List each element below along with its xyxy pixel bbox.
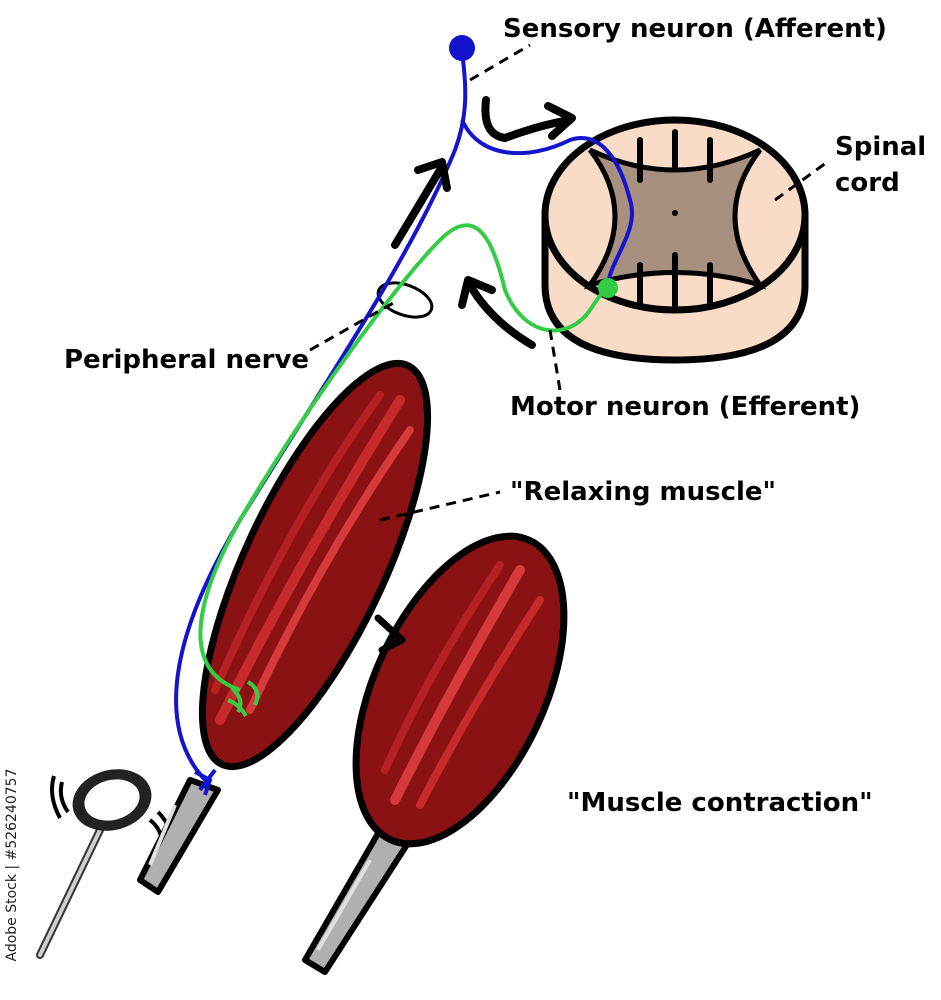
- motor-neuron-label: Motor neuron (Efferent): [510, 392, 861, 422]
- motor-neuron: [198, 223, 618, 718]
- contraction-arrow-icon: [374, 614, 406, 654]
- leader-lines: [309, 43, 831, 522]
- peripheral-nerve-ring: [376, 281, 434, 319]
- contracted-muscle: [302, 532, 568, 975]
- muscle-contraction-label: "Muscle contraction": [567, 788, 873, 818]
- relaxing-muscle-label: "Relaxing muscle": [510, 477, 777, 507]
- stock-id-label: Adobe Stock | #526240757: [4, 768, 20, 962]
- efferent-arrow-icon: [458, 276, 536, 349]
- sensory-neuron-label: Sensory neuron (Afferent): [503, 14, 887, 44]
- spinal-cord: [541, 116, 809, 364]
- stock-id-text: Adobe Stock | #526240757: [0, 765, 24, 965]
- tap-hammer-icon: [36, 769, 174, 959]
- spinal-cord-label-line1: Spinal: [835, 132, 927, 162]
- spinal-cord-label-line2: cord: [835, 168, 900, 198]
- afferent-up-arrow-icon: [391, 158, 451, 249]
- afferent-curve-arrow-icon: [481, 96, 576, 143]
- peripheral-nerve-label: Peripheral nerve: [64, 345, 310, 375]
